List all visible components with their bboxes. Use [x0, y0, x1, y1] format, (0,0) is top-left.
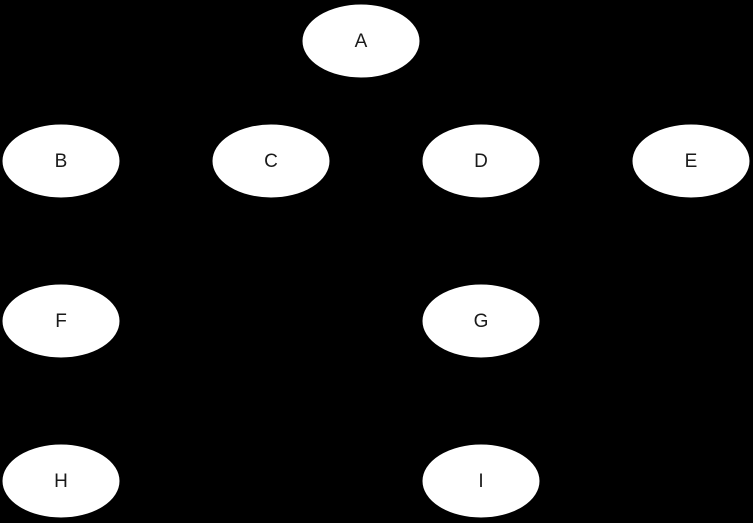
node-ellipse-b	[1, 123, 121, 199]
node-ellipse-c	[211, 123, 331, 199]
node-ellipse-i	[421, 443, 541, 519]
nodes-layer: A B C D E F G H I	[1, 3, 751, 519]
graph-node-e[interactable]: E	[631, 123, 751, 199]
graph-edge	[90, 54, 332, 148]
node-ellipse-f	[1, 283, 121, 359]
node-label-h: H	[54, 471, 68, 492]
node-label-a: A	[355, 31, 368, 52]
node-label-f: F	[55, 311, 67, 332]
graph-node-a[interactable]: A	[301, 3, 421, 79]
node-ellipse-e	[631, 123, 751, 199]
node-ellipse-d	[421, 123, 541, 199]
node-label-g: G	[474, 311, 489, 332]
edges-layer	[60, 53, 661, 444]
graph-node-f[interactable]: F	[1, 283, 121, 359]
graph-node-d[interactable]: D	[421, 123, 541, 199]
graph-node-h[interactable]: H	[1, 443, 121, 519]
node-label-c: C	[264, 151, 278, 172]
graph-edge	[391, 53, 661, 149]
node-ellipse-a	[301, 3, 421, 79]
graph-node-g[interactable]: G	[421, 283, 541, 359]
graph-node-b[interactable]: B	[1, 123, 121, 199]
graph-node-i[interactable]: I	[421, 443, 541, 519]
node-label-b: B	[55, 151, 68, 172]
node-label-d: D	[474, 151, 488, 172]
node-label-e: E	[685, 151, 698, 172]
node-label-i: I	[478, 471, 483, 492]
node-ellipse-h	[1, 443, 121, 519]
graph-edge	[290, 70, 342, 132]
graph-node-c[interactable]: C	[211, 123, 331, 199]
graph-edge	[383, 66, 459, 136]
node-ellipse-g	[421, 283, 541, 359]
